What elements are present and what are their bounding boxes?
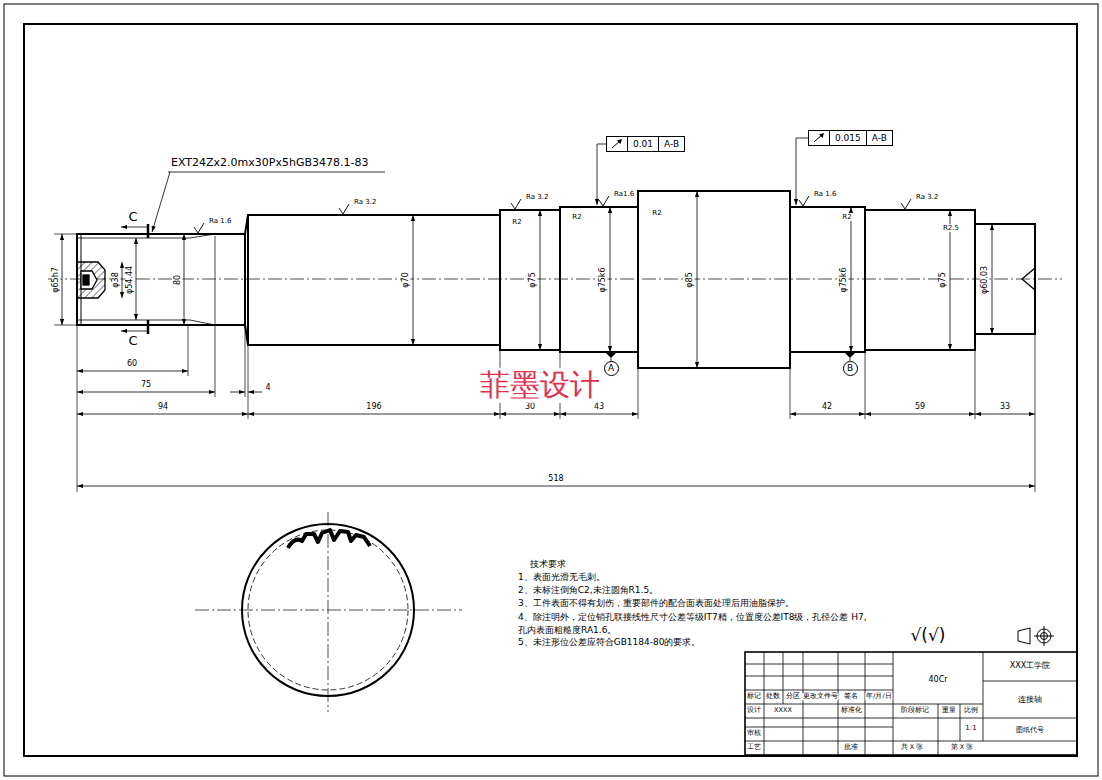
runout-symbol xyxy=(607,137,627,151)
watermark: 菲墨设计 xyxy=(479,368,601,403)
roughness-value: Ra1.6 xyxy=(613,190,635,198)
diameter-dimension: φ75 xyxy=(938,271,947,288)
title-cell: 设计 xyxy=(746,707,762,714)
length-dimension: 75 xyxy=(140,380,152,389)
roughness-symbols xyxy=(194,196,911,233)
section-letter: C xyxy=(127,210,138,225)
note-line: 1、表面光滑无毛刺。 xyxy=(518,572,605,582)
length-dimension: 43 xyxy=(593,402,605,411)
diameter-dimension: φ75k6 xyxy=(839,266,848,293)
title-cell: 共 X 张 xyxy=(900,744,925,751)
section-letter: C xyxy=(127,334,138,349)
surface-finish-note: √(√) xyxy=(910,626,947,646)
fillet-radius: R2 xyxy=(511,218,522,226)
small-dimension xyxy=(230,392,262,393)
notes-heading: 技术要求 xyxy=(530,559,566,569)
length-dimension: 518 xyxy=(547,474,564,483)
diameter-dimension: φ70 xyxy=(401,271,410,288)
datum-label: B xyxy=(843,361,858,376)
tolerance-value: A-B xyxy=(866,131,892,145)
title-cell: 重量 xyxy=(941,707,957,714)
datum-triangles xyxy=(606,353,855,358)
spline-lines xyxy=(77,234,215,325)
tolerance-value: 0.015 xyxy=(829,131,866,145)
fillet-radius: R2 xyxy=(571,213,582,221)
length-dimension: 4 xyxy=(264,383,271,392)
title-cell: 签名 xyxy=(843,693,859,700)
roughness-value: Ra 3.2 xyxy=(915,193,939,201)
tolerance-value: 0.01 xyxy=(627,137,658,151)
dimension-lines xyxy=(62,191,1035,486)
title-cell: 阶段标记 xyxy=(900,707,930,714)
title-cell: 标准化 xyxy=(840,707,863,714)
datum-label: A xyxy=(604,361,619,376)
tolerance-frame: 0.01A-B xyxy=(606,136,685,152)
note-line: 3、工件表面不得有划伤，重要部件的配合面表面处理后用油脂保护。 xyxy=(518,598,794,608)
note-line: 2、未标注倒角C2,未注圆角R1.5。 xyxy=(518,585,658,595)
section-view xyxy=(242,524,414,696)
diameter-dimension: φ75k6 xyxy=(598,266,607,293)
runout-symbol xyxy=(809,131,829,145)
length-dimension: 42 xyxy=(821,402,833,411)
diameter-dimension: φ60.03 xyxy=(980,265,989,295)
center-lines xyxy=(48,279,1062,712)
note-line: 4、除注明外，定位销孔联接线性尺寸公差等级IT7精，位置度公差IT8级，孔径公差… xyxy=(518,611,868,637)
drawing-frame xyxy=(4,4,1098,776)
length-dimension: 94 xyxy=(157,402,169,411)
title-cell: 标记 xyxy=(746,693,762,700)
diameter-dimension: φ65h7 xyxy=(51,266,60,294)
length-dimension: 33 xyxy=(999,402,1011,411)
diameter-dimension: 80 xyxy=(173,274,182,286)
diameter-dimension: φ75 xyxy=(528,271,537,288)
length-dimension: 196 xyxy=(365,402,382,411)
material: 40Cr xyxy=(927,675,948,684)
part-name: 连接轴 xyxy=(1017,695,1043,704)
datum-letter: A xyxy=(608,363,614,373)
extension-lines xyxy=(54,234,1035,492)
diameter-dimension: φ38 xyxy=(111,271,120,288)
title-cell: 更改文件号 xyxy=(802,693,839,700)
title-block xyxy=(745,652,1077,755)
title-cell: XXXX xyxy=(773,707,793,714)
length-dimension: 59 xyxy=(914,402,926,411)
title-cell: 批准 xyxy=(843,744,859,751)
note-line: 5、未注形位公差应符合GB1184-80的要求。 xyxy=(518,637,700,647)
title-cell: 工艺 xyxy=(746,744,762,751)
institution-name: XXX工学院 xyxy=(1009,661,1051,670)
roughness-value: Ra 1.6 xyxy=(813,190,837,198)
fillet-radius: R2 xyxy=(841,213,852,221)
title-cell: 图纸代号 xyxy=(1015,726,1045,734)
tolerance-frame: 0.015A-B xyxy=(808,130,893,146)
roughness-value: Ra 1.6 xyxy=(208,217,232,225)
title-cell: 年/月/日 xyxy=(865,693,892,700)
fillet-radius: R2.5 xyxy=(942,224,960,232)
datum-letter: B xyxy=(847,363,853,373)
center-hole xyxy=(77,262,1035,298)
section-marks xyxy=(121,224,148,334)
title-cell: 分区 xyxy=(785,693,801,700)
length-dimension: 30 xyxy=(524,402,536,411)
projection-symbol xyxy=(1018,626,1054,646)
scale-value: 1:1 xyxy=(964,724,977,732)
diameter-dimension: φ54.44 xyxy=(125,265,134,295)
title-cell: 处数 xyxy=(765,693,781,700)
length-dimension: 60 xyxy=(126,359,138,368)
fillet-radius: R2 xyxy=(651,209,662,217)
roughness-value: Ra 3.2 xyxy=(525,193,549,201)
title-cell: 比例 xyxy=(963,707,979,714)
title-cell: 审核 xyxy=(746,730,762,737)
roughness-value: Ra 3.2 xyxy=(353,198,377,206)
tolerance-value: A-B xyxy=(658,137,684,151)
leader-lines xyxy=(152,138,850,361)
title-cell: 第 X 张 xyxy=(950,744,975,751)
shaft-outline xyxy=(77,191,1035,368)
spline-spec: EXT24Zx2.0mx30Px5hGB3478.1-83 xyxy=(170,157,369,170)
diameter-dimension: φ85 xyxy=(685,271,694,288)
